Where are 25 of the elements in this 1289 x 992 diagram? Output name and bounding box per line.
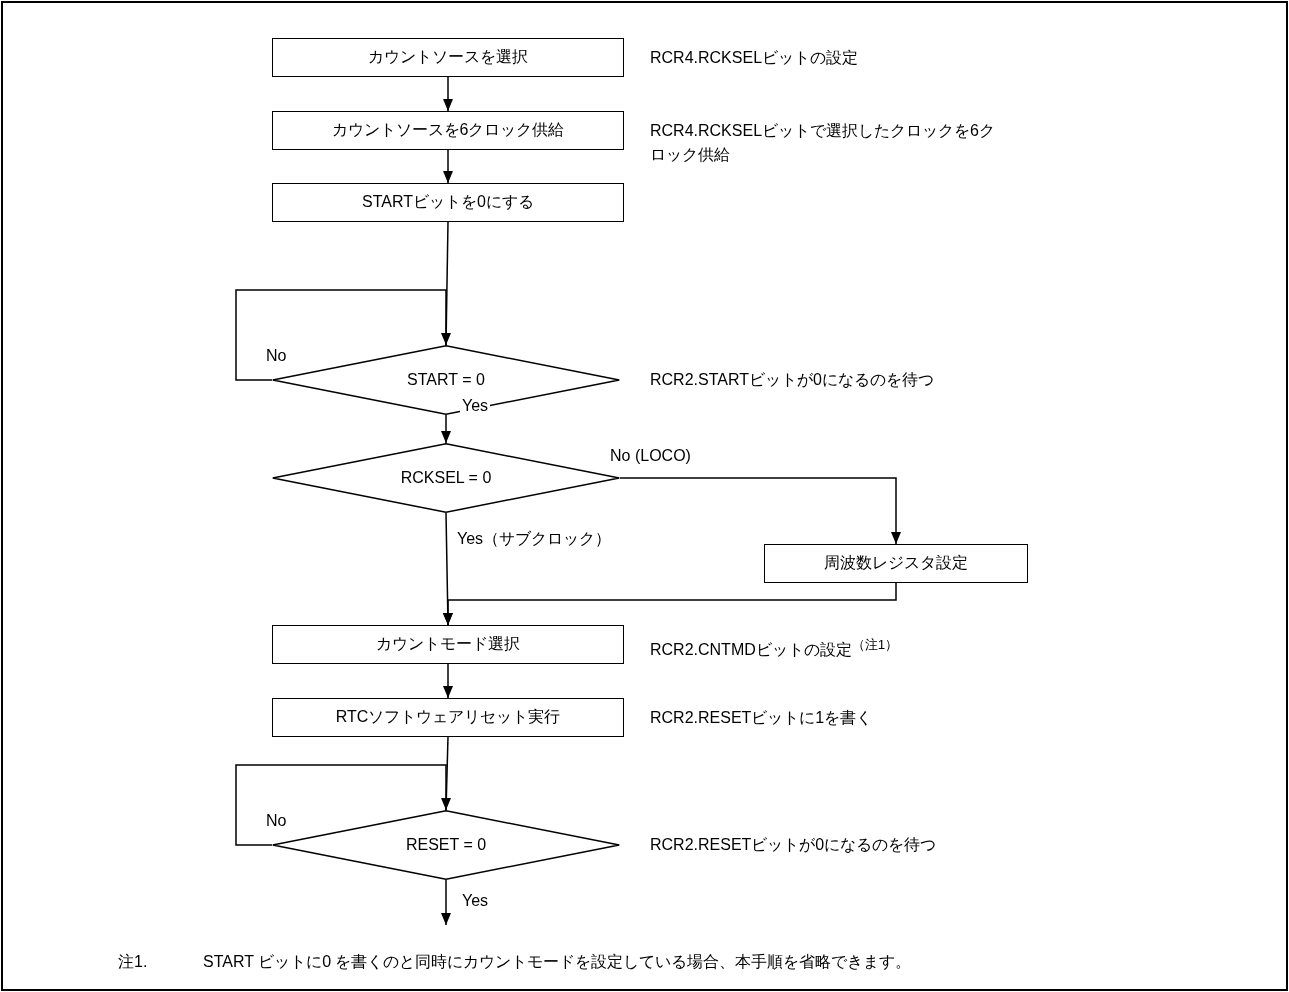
- arrow: [443, 149, 453, 184]
- edge-label: No (LOCO): [608, 447, 693, 465]
- process-box: 周波数レジスタ設定: [764, 544, 1028, 583]
- arrow: [441, 879, 451, 926]
- annotation-text: RCR4.RCKSELビットで選択したクロックを6クロック供給: [650, 121, 996, 165]
- process-box: カウントソースを6クロック供給: [272, 111, 624, 150]
- process-box: STARTビットを0にする: [272, 183, 624, 222]
- arrow: [441, 414, 451, 444]
- annotation-text: RCR2.RESETビットに1を書く: [650, 708, 874, 728]
- annotation-text: RCR4.RCKSELビットの設定: [650, 48, 860, 68]
- annotation-text: RCR2.RESETビットが0になるのを待つ: [650, 835, 938, 855]
- arrow: [443, 663, 453, 699]
- footnote-text: 注1.: [118, 952, 148, 972]
- process-box: カウントソースを選択: [272, 38, 624, 77]
- footnote-text: START ビットに0 を書くのと同時にカウントモードを設定している場合、本手順を省略できます。: [203, 952, 912, 972]
- process-box: カウントモード選択: [272, 625, 624, 664]
- arrow: [235, 289, 451, 381]
- process-box: RTCソフトウェアリセット実行: [272, 698, 624, 737]
- annotation-text: RCR2.STARTビットが0になるのを待つ: [650, 370, 935, 390]
- arrow: [619, 477, 901, 545]
- arrow: [443, 76, 453, 112]
- arrow: [235, 764, 451, 846]
- annotation-text: RCR2.CNTMDビットの設定$^{（注1）}$: [650, 636, 900, 661]
- arrow: [443, 582, 897, 626]
- edge-label: Yes: [460, 397, 491, 415]
